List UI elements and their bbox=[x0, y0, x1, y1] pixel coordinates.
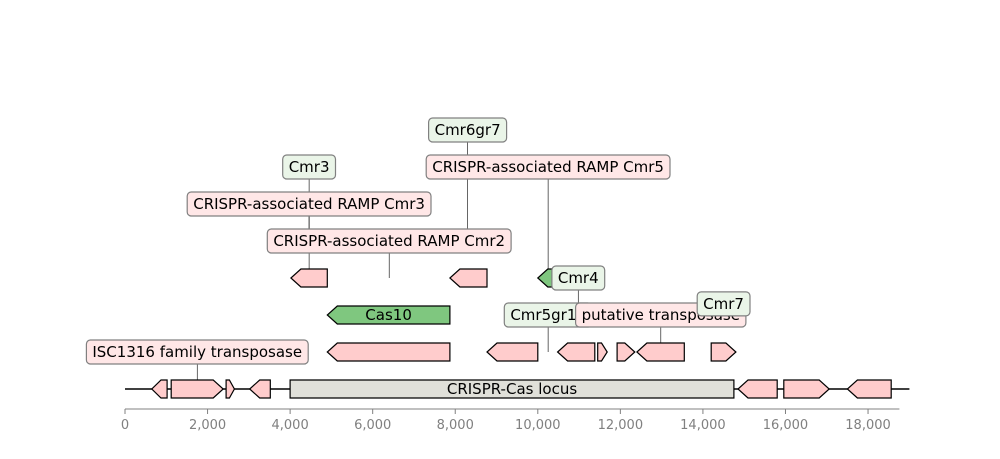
label-box: ISC1316 family transposase bbox=[85, 339, 309, 365]
label-box-bg bbox=[551, 265, 606, 291]
label-box-text: Cmr6gr7 bbox=[435, 121, 501, 139]
axis-tick-label: 10,000 bbox=[515, 418, 561, 433]
axis-tick-label: 8,000 bbox=[437, 418, 474, 433]
gene-feature-9 bbox=[486, 342, 539, 362]
label-box-bg bbox=[266, 228, 512, 254]
label-box: CRISPR-associated RAMP Cmr2 bbox=[266, 228, 512, 254]
label-box-bg bbox=[85, 339, 309, 365]
label-box-text: Cmr3 bbox=[289, 158, 330, 176]
gene-feature-2 bbox=[225, 379, 236, 399]
label-box-text: Cmr5gr11 bbox=[510, 306, 586, 324]
label-box: Cmr4 bbox=[551, 265, 606, 291]
gene-feature-1 bbox=[170, 379, 225, 399]
axis-tick-label: 4,000 bbox=[272, 418, 309, 433]
label-box-text: CRISPR-associated RAMP Cmr5 bbox=[432, 158, 664, 176]
label-box: Cmr6gr7 bbox=[428, 117, 508, 143]
axis-tick-label: 14,000 bbox=[680, 418, 726, 433]
gene-feature-13 bbox=[636, 342, 685, 362]
label-box: Cmr3 bbox=[282, 154, 337, 180]
axis-tick-label: 12,000 bbox=[598, 418, 644, 433]
label-box: Cmr7 bbox=[696, 291, 751, 317]
axis-tick-label: 0 bbox=[121, 418, 129, 433]
position-axis: 0 2,000 4,000 6,000 8,000 10,000 12,000 14,000 1… bbox=[121, 408, 900, 433]
axis-tick-label: 6,000 bbox=[354, 418, 391, 433]
gene-feature-14 bbox=[710, 342, 737, 362]
label-box-bg bbox=[428, 117, 508, 143]
label-box: CRISPR-associated RAMP Cmr5 bbox=[425, 154, 671, 180]
gene-feature-4 bbox=[289, 379, 735, 399]
axis-tick-label: 16,000 bbox=[763, 418, 809, 433]
gene-feature-3 bbox=[248, 379, 271, 399]
gene-feature-0 bbox=[150, 379, 168, 399]
label-box-text: Cmr4 bbox=[558, 269, 599, 287]
gene-feature-5 bbox=[737, 379, 778, 399]
axis-tick-label: 2,000 bbox=[189, 418, 226, 433]
label-box-bg bbox=[282, 154, 337, 180]
gene-feature-6 bbox=[783, 379, 831, 399]
gene-feature-15 bbox=[326, 305, 451, 325]
label-box-text: ISC1316 family transposase bbox=[92, 343, 302, 361]
label-box: CRISPR-associated RAMP Cmr3 bbox=[186, 191, 432, 217]
gene-feature-19 bbox=[290, 268, 328, 288]
gene-feature-11 bbox=[597, 342, 608, 362]
label-box-bg bbox=[425, 154, 671, 180]
label-box-bg bbox=[696, 291, 751, 317]
gene-feature-10 bbox=[556, 342, 596, 362]
label-box-bg bbox=[186, 191, 432, 217]
feature-inline-label: Cas10 bbox=[365, 306, 412, 324]
gene-feature-20 bbox=[449, 268, 488, 288]
label-box-text: Cmr7 bbox=[703, 295, 744, 313]
label-box-text: CRISPR-associated RAMP Cmr2 bbox=[273, 232, 505, 250]
label-box: Cmr5gr11 bbox=[503, 302, 593, 328]
gene-feature-8 bbox=[326, 342, 451, 362]
axis-tick-label: 18,000 bbox=[845, 418, 891, 433]
feature-inline-label: CRISPR-Cas locus bbox=[447, 380, 577, 398]
gene-feature-7 bbox=[846, 379, 892, 399]
label-box-text: CRISPR-associated RAMP Cmr3 bbox=[193, 195, 425, 213]
gene-features bbox=[150, 231, 892, 399]
gene-feature-12 bbox=[616, 342, 636, 362]
